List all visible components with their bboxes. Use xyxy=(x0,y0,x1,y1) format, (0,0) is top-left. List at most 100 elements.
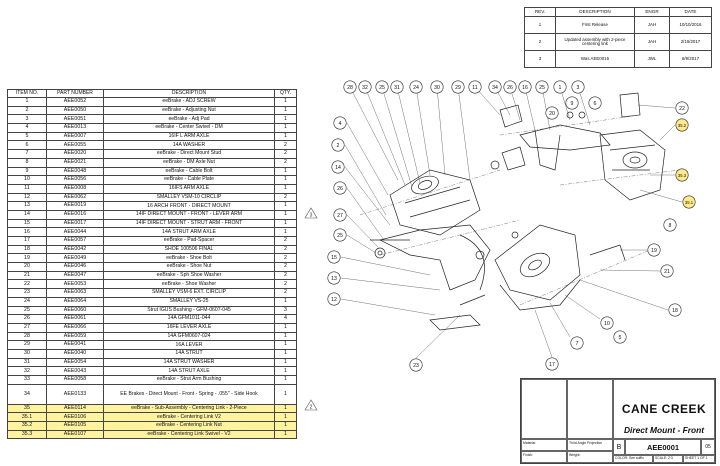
weight-field: Weight: xyxy=(567,451,613,463)
balloon-callout: 9 xyxy=(565,96,579,110)
balloon-circle xyxy=(545,106,559,120)
rev-date: 2/16/2017 xyxy=(669,33,712,51)
bom-description: EE Brakes - Direct Mount - Front - Sprin… xyxy=(103,383,275,405)
bom-qty: 1 xyxy=(274,218,297,229)
balloon-label: 17 xyxy=(549,362,555,368)
balloon-circle xyxy=(668,303,682,317)
size-value: B xyxy=(616,443,622,451)
balloon-circle xyxy=(647,243,661,257)
balloon-label: 3 xyxy=(577,85,580,91)
balloon-circle xyxy=(675,118,689,132)
balloon-callout: 21 xyxy=(660,264,674,278)
balloon-callout: 26 xyxy=(333,181,347,195)
balloon-label: 12 xyxy=(331,297,337,303)
bom-qty: 1 xyxy=(274,105,297,116)
balloon-label: 30 xyxy=(434,85,440,91)
scale-value: SCALE: 2:3 xyxy=(655,456,673,460)
balloon-callout: 25 xyxy=(535,80,549,94)
bom-description: eeBrake - Sph Shoe Washer xyxy=(103,270,275,281)
bom-item-number: 27 xyxy=(7,322,47,333)
bom-description: 14A WASHER xyxy=(103,140,275,151)
balloon-circle xyxy=(331,160,345,174)
rev-description-header: DESCRIPTION xyxy=(555,7,635,17)
bom-item-number: 10 xyxy=(7,175,47,185)
bom-description: eeBrake - Shoe Nut xyxy=(103,262,275,272)
bom-qty: 2 xyxy=(274,262,297,272)
bom-description: eeBrake - ADJ SCREW xyxy=(103,97,275,107)
balloon-callout: 11 xyxy=(468,80,482,94)
balloon-label: 8 xyxy=(669,223,672,229)
bom-part-number: AEE0063 xyxy=(46,288,104,298)
scale-field: SCALE: 2:3 xyxy=(653,455,683,463)
bom-part-number: AEE0008 xyxy=(46,183,104,194)
bom-part-number: AEE0057 xyxy=(46,236,104,246)
bom-item-number: 13 xyxy=(7,201,47,211)
balloon-label: 13 xyxy=(331,276,337,282)
tolerance-block xyxy=(521,379,567,439)
bom-description: 16IFS ARM AXLE xyxy=(103,183,275,194)
bom-item-number: 35.3 xyxy=(7,429,47,440)
bom-item-number: 35.2 xyxy=(7,421,47,431)
balloon-circle xyxy=(663,218,677,232)
lower-arm-part xyxy=(494,224,581,301)
pad-spacer-part xyxy=(619,92,641,118)
company-logo-block: CANE CREEK xyxy=(613,379,715,439)
bom-item-number: 30 xyxy=(7,348,47,359)
bom-item-number: 29 xyxy=(7,340,47,350)
bom-part-number: AEE0044 xyxy=(46,227,104,237)
balloon-circle xyxy=(518,80,532,94)
part-number-value: AEE0001 xyxy=(646,442,680,452)
material-label: Material: xyxy=(523,441,537,445)
bom-qty: 2 xyxy=(274,244,297,255)
balloon-circle xyxy=(675,101,689,115)
bom-qty: 1 xyxy=(274,429,297,440)
bom-part-number: AEE0046 xyxy=(46,262,104,272)
bom-part-number: AEE0107 xyxy=(46,429,104,440)
bom-description: SHOE 100506 FINAL xyxy=(103,244,275,255)
balloon-label: 32 xyxy=(362,85,368,91)
bom-description: eeBrake - Center Swivel - DM xyxy=(103,123,275,133)
balloon-callout: 8 xyxy=(663,218,677,232)
balloon-callout: 16 xyxy=(518,80,532,94)
bom-qty: 4 xyxy=(274,314,297,324)
bom-description: eeBrake - Shoe Washer xyxy=(103,279,275,290)
bom-description: 14A STRUT xyxy=(103,348,275,359)
balloon-label: 6 xyxy=(594,101,597,107)
bom-header-row: ITEM NO. PART NUMBER DESCRIPTION QTY. xyxy=(7,89,297,98)
balloon-label: 5 xyxy=(619,335,622,341)
bom-part-number: AEE0055 xyxy=(46,140,104,151)
rev-engr: JWL xyxy=(634,50,670,68)
bom-item-number: 20 xyxy=(7,262,47,272)
balloon-callout: 13 xyxy=(327,271,341,285)
balloon-label: 22 xyxy=(679,106,685,112)
bom-part-number: AEE0061 xyxy=(46,314,104,324)
balloon-circle xyxy=(613,330,627,344)
bom-part-number: AEE0059 xyxy=(46,331,104,342)
bom-qty: 1 xyxy=(274,375,297,385)
material-field: Material: xyxy=(521,439,567,451)
balloon-circle xyxy=(358,80,372,94)
sheet-field: SHEET 1 OF 1 xyxy=(683,455,715,463)
revision-table: REV. DESCRIPTION ENGR DATE 1 First Relea… xyxy=(524,7,712,68)
balloon-callout: 18 xyxy=(668,303,682,317)
bom-description: eeBrake - Cable Plate xyxy=(103,175,275,185)
balloon-label: 21 xyxy=(664,269,670,275)
shoe-part xyxy=(499,104,523,128)
bom-description: eeBrake - Centering Link V2 xyxy=(103,412,275,423)
balloon-label: 29 xyxy=(455,85,461,91)
bom-qty: 1 xyxy=(274,183,297,194)
bom-item-number: 35.1 xyxy=(7,412,47,423)
bom-description: SMALLEY VS-25 xyxy=(103,296,275,307)
rev-description: Updated assembly with 2-piece centering … xyxy=(555,33,635,51)
revision-triangle-icon: 3 xyxy=(304,207,318,219)
bom-description: 14A GFM1011-044 xyxy=(103,314,275,324)
balloon-circle xyxy=(545,357,559,371)
bom-part-number: AEE0056 xyxy=(46,175,104,185)
